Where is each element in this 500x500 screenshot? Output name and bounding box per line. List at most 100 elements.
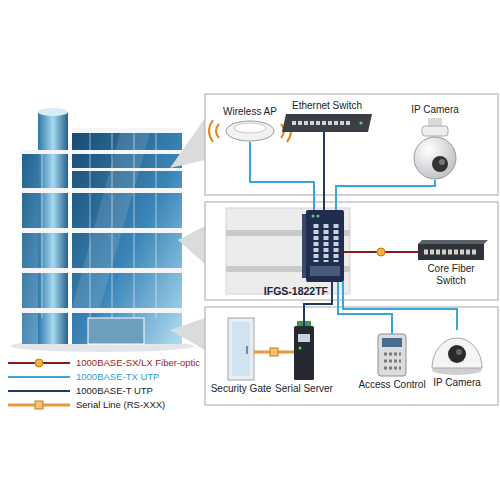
cable-line	[323, 132, 325, 210]
device-caption: Wireless AP	[223, 106, 277, 118]
cable-line	[336, 180, 435, 210]
ip-camera: IP Camera	[408, 118, 462, 180]
switch-ports	[314, 224, 319, 262]
legend-samples	[8, 359, 70, 409]
keypad-keys	[384, 353, 401, 356]
ap-body	[226, 121, 274, 141]
floor-slabs	[22, 128, 186, 313]
industrial-switch-icon	[302, 210, 344, 282]
device-caption: Access Control	[358, 379, 425, 391]
core-switch-icon	[418, 240, 488, 260]
utp-t-sample	[8, 390, 70, 392]
callout-wedges	[170, 118, 205, 350]
floor-panel	[205, 307, 498, 405]
legend-text: 1000BASE-TX UTP	[76, 371, 159, 382]
switch-body	[418, 244, 484, 260]
cable-line	[343, 282, 457, 330]
security-gate-icon	[228, 318, 254, 380]
switch-ports	[334, 224, 339, 262]
device-label: Ethernet Switch	[292, 100, 362, 112]
legend-text: Serial Line (RS-XXX)	[76, 399, 165, 410]
callout-wedge	[178, 226, 205, 264]
device-label: Access Control	[358, 379, 425, 391]
access-control: Access Control	[378, 334, 406, 376]
camera-lens	[432, 156, 448, 172]
camera-dome	[414, 137, 456, 179]
door-glass	[232, 322, 250, 376]
cabinet-back	[226, 208, 350, 294]
callout-wedge	[170, 118, 205, 168]
cable-line	[250, 142, 314, 210]
ethernet-switch: Ethernet Switch	[282, 114, 372, 132]
device-caption: IFGS-1822TF	[264, 285, 328, 297]
status-led	[312, 215, 315, 218]
device-label: Core Fiber Switch	[416, 263, 486, 287]
ethernet-switch-icon	[282, 114, 372, 132]
legend-text: 1000BASE-SX/LX Fiber-optic	[76, 357, 200, 368]
legend-row: 1000BASE-TX UTP	[76, 371, 159, 383]
device-label: IP Camera	[433, 377, 481, 389]
status-led	[359, 121, 362, 124]
switch-bracket	[302, 214, 306, 278]
device-caption: Security Gate	[211, 383, 272, 395]
legend-text: 1000BASE-T UTP	[76, 385, 153, 396]
status-led	[317, 215, 320, 218]
floor-panels	[205, 94, 498, 405]
switch-ports	[324, 224, 329, 262]
keypad-body	[378, 334, 406, 376]
security-gate: Security Gate	[228, 318, 254, 380]
ap-top	[234, 123, 266, 133]
server-port	[298, 334, 310, 342]
mullion	[42, 152, 43, 318]
switch-top	[418, 240, 488, 244]
wireless-ap-icon	[209, 120, 291, 142]
device-label: Serial Server	[275, 383, 333, 395]
building	[10, 108, 194, 352]
serial-marker	[35, 401, 43, 409]
wireless-ap: Wireless AP	[226, 120, 274, 142]
keypad-keys	[384, 360, 401, 363]
camera-mount	[428, 118, 442, 126]
serial-server: Serial Server	[294, 326, 314, 380]
floor-panel	[205, 94, 498, 195]
window-mullions	[42, 130, 156, 318]
ptz-camera-icon	[414, 118, 456, 179]
building-entrance	[88, 318, 144, 344]
legend-row: 1000BASE-T UTP	[76, 385, 153, 397]
callout-wedge	[170, 318, 205, 350]
utp-tx-sample	[8, 376, 70, 378]
floor-slab	[22, 150, 186, 154]
access-control-icon	[378, 334, 406, 376]
device-label: IP Camera	[411, 104, 459, 116]
device-caption: Ethernet Switch	[292, 100, 362, 112]
floor-slab	[22, 308, 186, 313]
legend-row: 1000BASE-SX/LX Fiber-optic	[76, 357, 200, 369]
lens-glint	[439, 159, 445, 165]
device-caption: Core Fiber Switch	[416, 263, 486, 287]
camera-housing	[422, 126, 448, 136]
serial-server-icon	[294, 321, 314, 380]
lens-glint	[456, 349, 462, 355]
serial-marker	[270, 348, 278, 356]
device-caption: IP Camera	[433, 377, 481, 389]
dome-camera-icon	[432, 338, 482, 375]
ip-camera: IP Camera	[432, 330, 482, 374]
sfp-slots	[310, 266, 340, 276]
cabinet-wall	[226, 208, 350, 294]
switch-ports	[424, 250, 476, 255]
device-caption: Serial Server	[275, 383, 333, 395]
switch-body	[306, 210, 344, 282]
wifi-wave	[209, 120, 213, 142]
floor-panel	[205, 202, 498, 300]
door-handle	[246, 346, 248, 354]
switch-body	[282, 114, 372, 132]
device-label: Security Gate	[211, 383, 272, 395]
keypad-keys	[384, 367, 401, 370]
server-body	[294, 326, 314, 380]
legend-row: Serial Line (RS-XXX)	[76, 399, 165, 411]
industrial-switch: IFGS-1822TF	[306, 210, 344, 282]
status-led	[299, 347, 302, 350]
